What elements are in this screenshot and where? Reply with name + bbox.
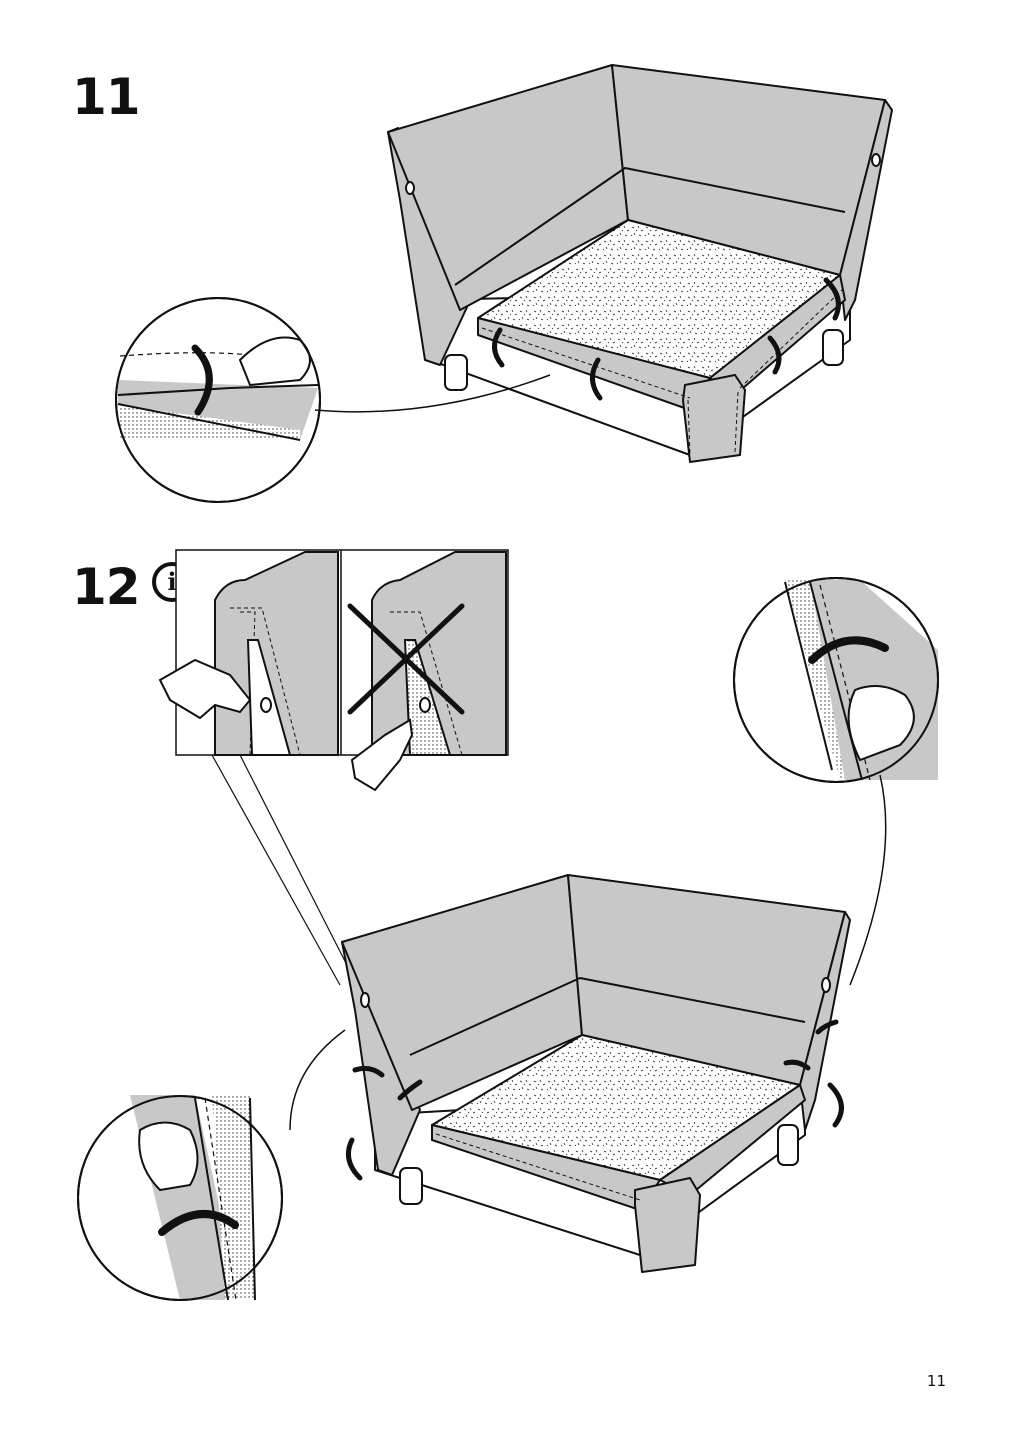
step12-info-panels [158,549,509,986]
step11-tuck-arrows [492,277,841,401]
step11-detail-circle [115,297,551,503]
step12-detail-circle-left [77,1029,346,1301]
step12-detail-circle-right [733,577,939,986]
step11-chair [387,64,893,463]
page-number: 11 [926,1372,946,1390]
step12-tuck-arrows [345,1019,844,1181]
step-number-12: 12 [72,558,141,616]
step-number-11: 11 [72,68,141,126]
step12-chair [341,874,851,1273]
